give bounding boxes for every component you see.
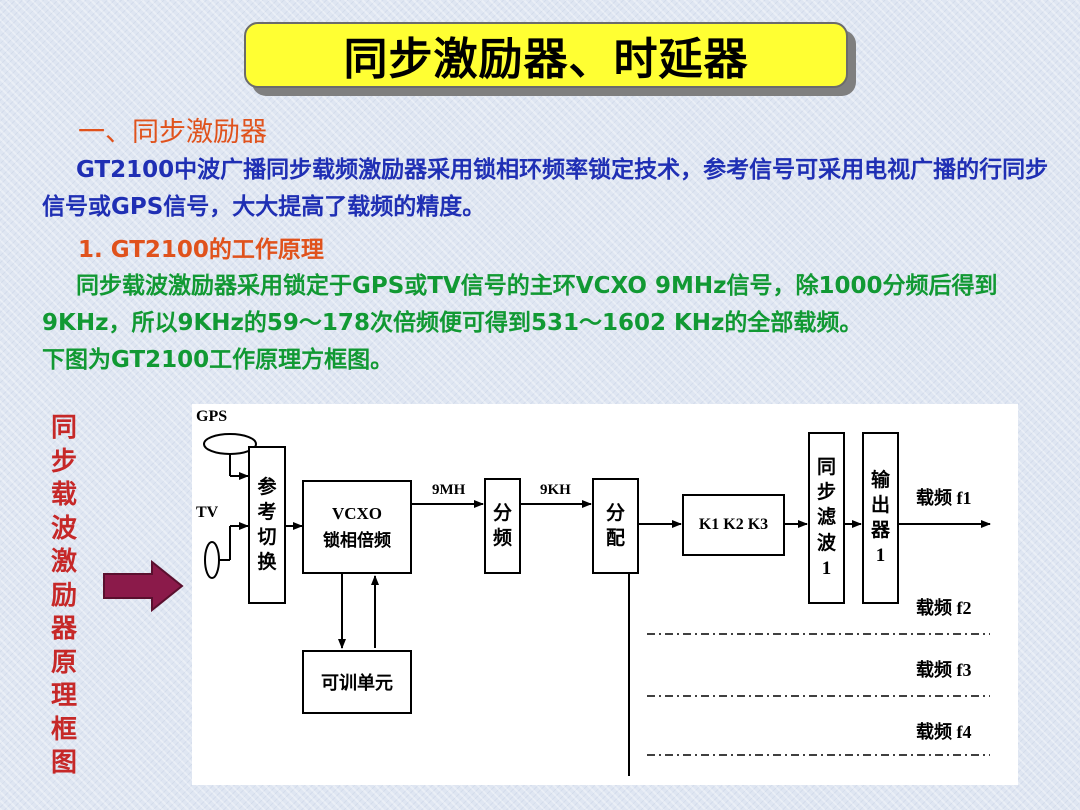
diagram-connections: [203, 433, 991, 776]
block-diagram: GPS TV 参考切换 VCXO 锁相倍频 可训单元 9MH 分频 9KH 分配…: [192, 404, 1018, 785]
section-heading: 一、同步激励器: [78, 117, 267, 148]
output-f1-label: 载频 f1: [916, 488, 972, 508]
side-label: 同步载波激励器原理框图: [50, 413, 77, 778]
principle-paragraph: 同步载波激励器采用锁定于GPS或TV信号的主环VCXO 9MHz信号，除1000…: [42, 273, 998, 336]
signal-label-9mh: 9MH: [432, 482, 466, 498]
title-banner: 同步激励器、时延器: [244, 22, 848, 88]
tv-antenna-icon: [204, 541, 220, 579]
k-selector-block: K1 K2 K3: [682, 494, 785, 556]
output-f4-label: 载频 f4: [916, 722, 972, 742]
divider-block: 分频: [484, 478, 521, 574]
distributor-label: 分配: [605, 502, 625, 549]
vcxo-pll-label: 锁相倍频: [323, 531, 391, 550]
trainable-unit-block: 可训单元: [302, 650, 412, 714]
output-f2-label: 载频 f2: [916, 598, 972, 618]
gps-label: GPS: [196, 408, 228, 425]
diagram-caption: 下图为GT2100工作原理方框图。: [42, 347, 394, 373]
output-dashed-lines: [647, 633, 990, 756]
signal-label-9kh: 9KH: [540, 482, 571, 498]
output-block: 输出器1: [862, 432, 899, 604]
sync-filter-label: 同步滤波1: [816, 457, 836, 579]
reference-switch-label: 参考切换: [257, 476, 277, 574]
intro-paragraph: GT2100中波广播同步载频激励器采用锁相环频率锁定技术，参考信号可采用电视广播…: [42, 157, 1049, 220]
vcxo-pll-block: VCXO 锁相倍频: [302, 480, 412, 574]
output-label: 输出器1: [870, 469, 890, 567]
divider-label: 分频: [492, 502, 512, 549]
page-title: 同步激励器、时延器: [343, 34, 749, 85]
sync-filter-block: 同步滤波1: [808, 432, 845, 604]
k-selector-label: K1 K2 K3: [698, 516, 769, 533]
distributor-block: 分配: [592, 478, 639, 574]
tv-label: TV: [196, 504, 219, 521]
reference-switch-block: 参考切换: [248, 446, 286, 604]
vcxo-label: VCXO: [331, 503, 383, 523]
pointer-arrow-icon: [103, 559, 184, 613]
sub-heading: 1. GT2100的工作原理: [78, 237, 324, 263]
output-f3-label: 载频 f3: [916, 660, 972, 680]
trainable-unit-label: 可训单元: [321, 673, 393, 693]
